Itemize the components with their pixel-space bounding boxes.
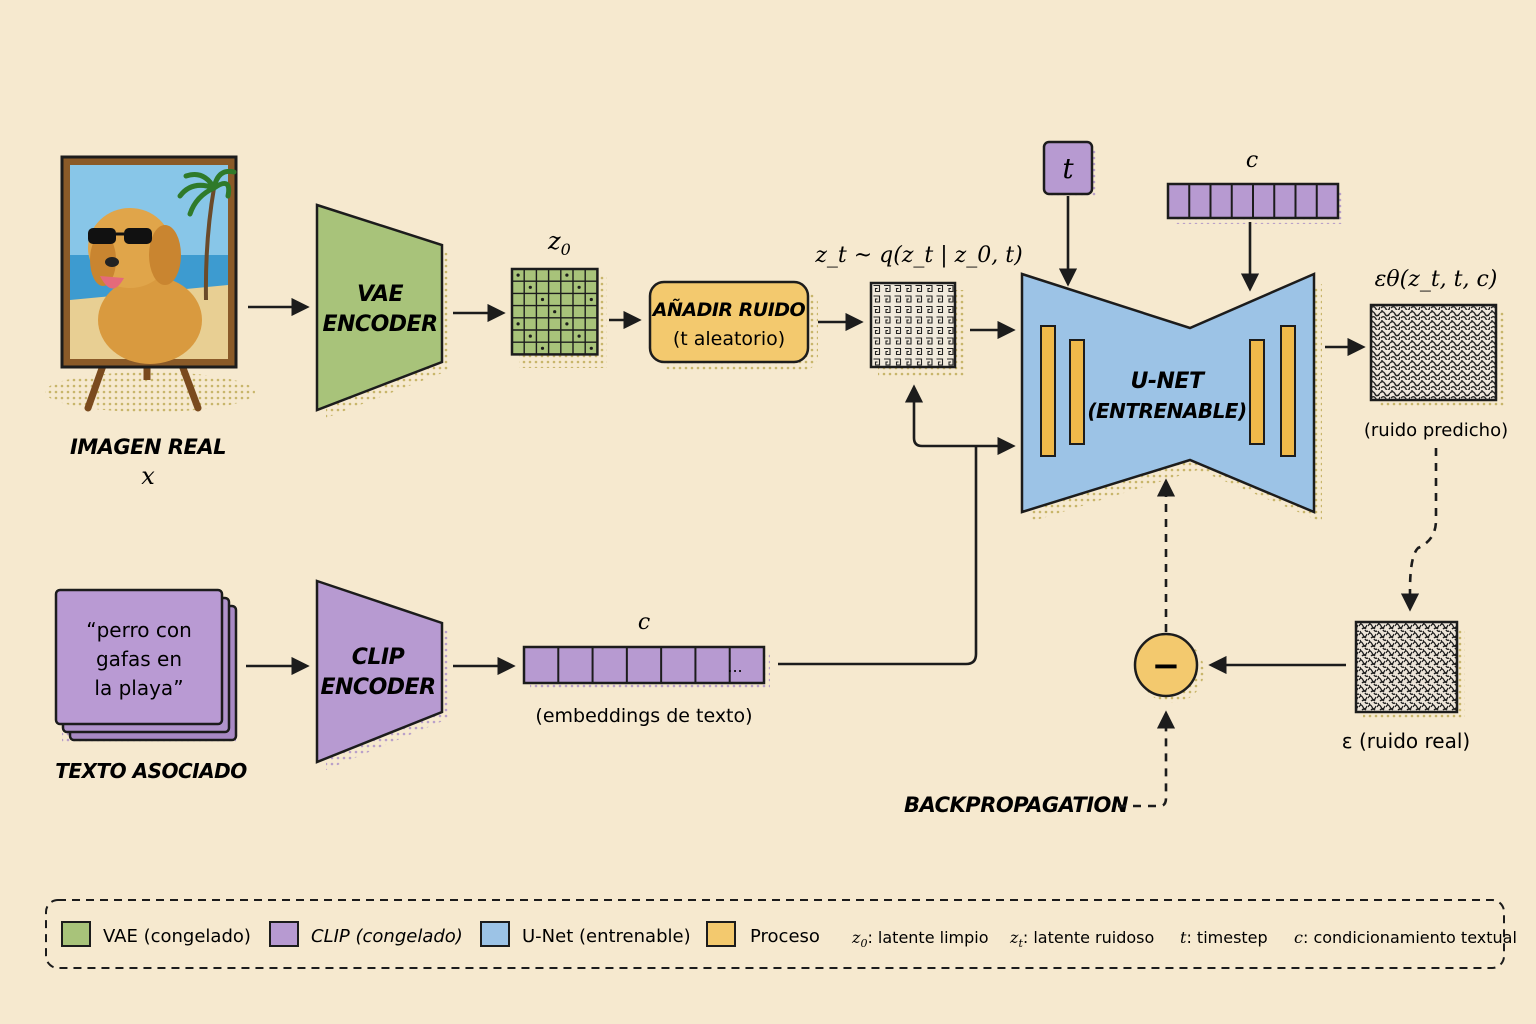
- clip-encoder-label-2: ENCODER: [320, 675, 435, 700]
- z0-grid-dot: [540, 297, 545, 302]
- z0-grid-dot: [577, 285, 581, 289]
- timestep-box: [1042, 140, 1094, 196]
- arrow-backprop-to-minus: [1118, 710, 1176, 808]
- caption-line-3: la playa”: [94, 676, 183, 700]
- predicted-noise-image: [1369, 303, 1498, 402]
- unet-layer-left-inner: [1069, 339, 1085, 445]
- vae-encoder-label-2: ENCODER: [322, 312, 437, 337]
- c-top-label: c: [1246, 148, 1258, 173]
- connector-c-to-unet: [778, 446, 978, 666]
- backpropagation-label: BACKPROPAGATION: [904, 793, 1129, 817]
- predicted-noise-caption: (ruido predicho): [1364, 420, 1508, 441]
- c-ellipsis: ...: [727, 657, 742, 676]
- unet-label-1: U-NET: [1131, 369, 1206, 394]
- unet-layer-right-inner: [1249, 339, 1265, 445]
- legend-notation-t: t: timestep: [1180, 928, 1268, 947]
- flow-arrows: [246, 196, 1366, 676]
- arrow-prediction-to-real: [1400, 448, 1438, 612]
- c-bottom-embedding: [522, 645, 770, 689]
- z0-grid-dot: [565, 273, 569, 277]
- z0-latent-grid: [510, 267, 599, 356]
- c-top-embedding: [1166, 182, 1344, 224]
- arrow-c-to-zt: [904, 384, 976, 448]
- z0-grid-dot: [540, 346, 545, 350]
- legend-notation-z0: z0: latente limpio: [851, 928, 989, 950]
- z0-grid-dot: [553, 310, 557, 314]
- caption-line-2: gafas en: [96, 647, 182, 671]
- legend-swatch-unet: [480, 921, 510, 947]
- z0-grid-dot: [516, 273, 520, 277]
- c-bottom-bar: [522, 645, 766, 685]
- legend-notation-zt: zt: latente ruidoso: [1009, 928, 1154, 950]
- z0-grid-dot: [565, 322, 569, 326]
- real-image-block: [45, 155, 255, 412]
- add-noise-subtitle: (t aleatorio): [673, 328, 785, 350]
- real-noise-image: [1354, 620, 1459, 714]
- vae-encoder-label-1: VAE: [357, 282, 404, 307]
- legend-label-vae: VAE (congelado): [103, 926, 251, 947]
- text-card-front: [54, 588, 224, 726]
- legend-swatch-process: [706, 921, 736, 947]
- unet-layer-left-outer: [1040, 325, 1056, 457]
- add-noise-box: [648, 280, 810, 364]
- text-cards: [54, 588, 238, 743]
- legend-swatch-clip: [269, 921, 299, 947]
- subtraction-node: [1133, 632, 1199, 698]
- timestep-symbol: t: [1062, 152, 1074, 185]
- zt-noisy-latent: [869, 281, 957, 369]
- legend-frame: [45, 899, 1505, 969]
- real-image-symbol: x: [141, 462, 155, 490]
- legend-label-unet: U-Net (entrenable): [522, 926, 691, 947]
- embeddings-caption: (embeddings de texto): [535, 705, 752, 727]
- legend-label-process: Proceso: [750, 926, 820, 947]
- z0-grid-dot: [516, 322, 520, 326]
- clip-encoder: [315, 579, 444, 764]
- dashed-arrows: [1118, 448, 1438, 808]
- zt-formula: z_t ~ q(z_t | z_0, t): [814, 243, 1022, 268]
- unet-block: [1020, 272, 1316, 514]
- legend-label-clip: CLIP (congelado): [311, 926, 463, 947]
- caption-line-1: “perro con: [86, 618, 192, 642]
- legend: VAE (congelado) CLIP (congelado) U-Net (…: [61, 921, 1517, 950]
- unet-label-2: (ENTRENABLE): [1087, 399, 1246, 423]
- subtraction-symbol: −: [1152, 646, 1181, 686]
- vae-encoder: [315, 203, 444, 412]
- z0-grid-dot: [528, 334, 532, 338]
- legend-swatch-vae: [61, 921, 91, 947]
- eps-theta-label: εθ(z_t, t, c): [1375, 267, 1498, 292]
- legend-notation-c: c: condicionamiento textual: [1294, 928, 1517, 947]
- z0-grid-dot: [589, 346, 593, 350]
- z0-grid-dot: [589, 297, 593, 302]
- real-image-title: IMAGEN REAL: [70, 435, 226, 459]
- text-block-title: TEXTO ASOCIADO: [55, 759, 247, 783]
- z0-grid-dot: [577, 334, 581, 338]
- add-noise-title: AÑADIR RUIDO: [651, 297, 806, 321]
- z0-label: z0: [547, 227, 571, 259]
- z0-grid-dot: [528, 285, 532, 289]
- beach-dog-picture: [70, 165, 237, 364]
- c-bottom-label: c: [638, 610, 650, 635]
- unet-layer-right-outer: [1280, 325, 1296, 457]
- real-noise-caption: ε (ruido real): [1342, 729, 1470, 753]
- clip-encoder-label-1: CLIP: [352, 645, 405, 670]
